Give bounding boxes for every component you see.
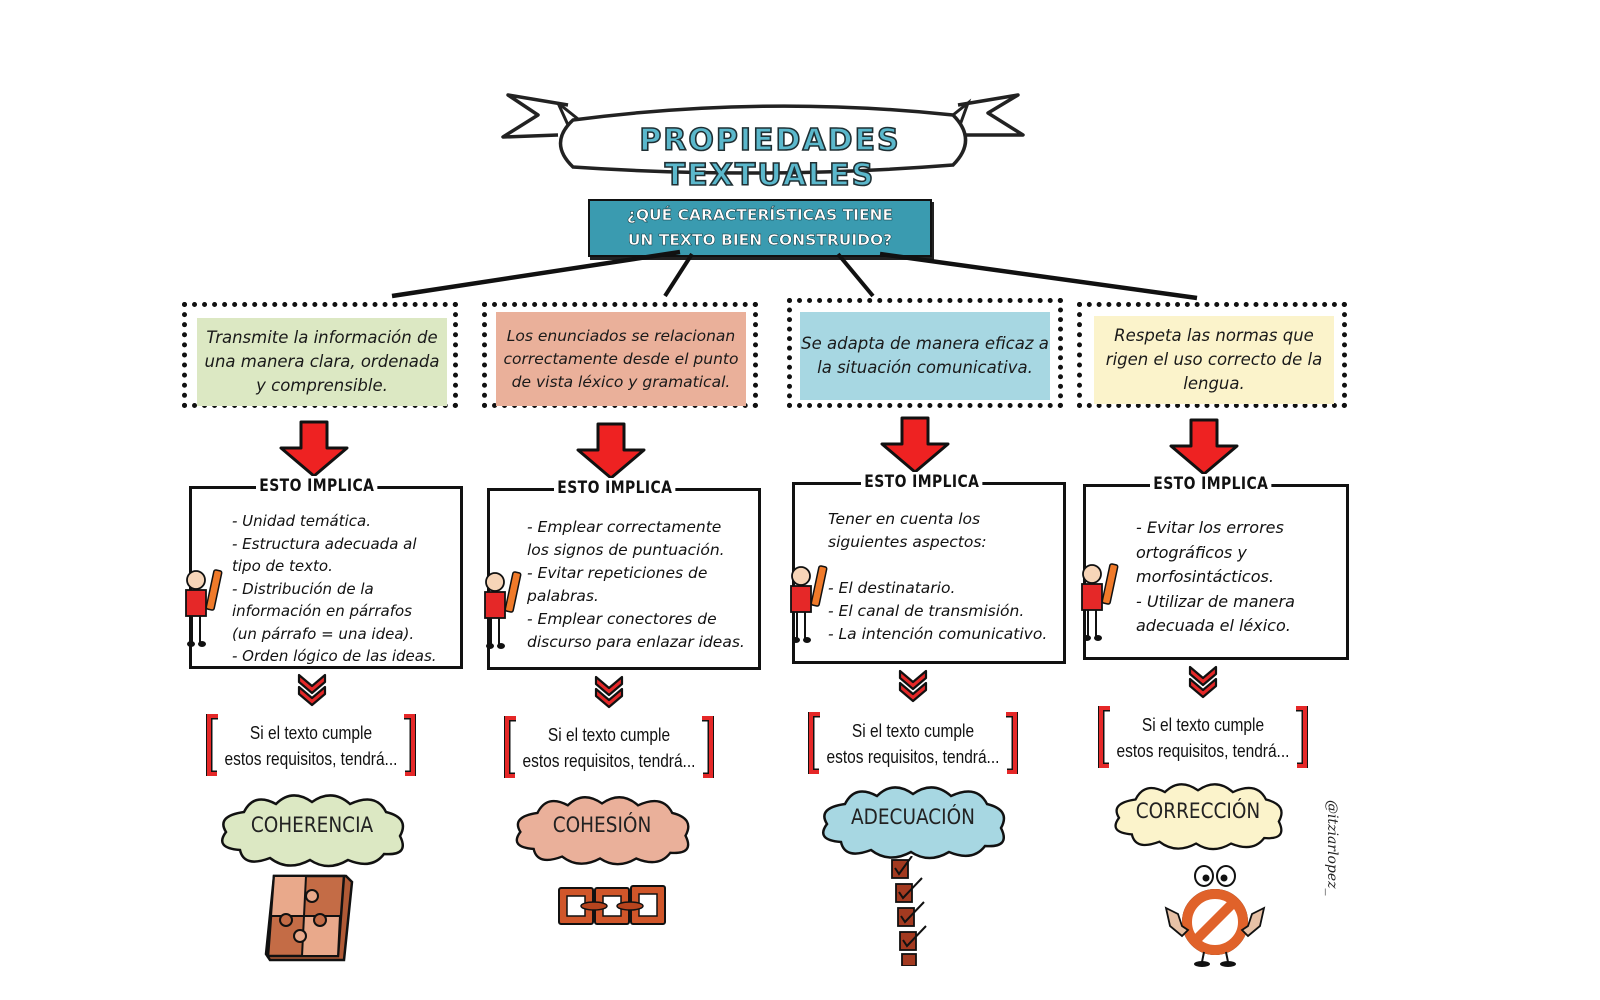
author-signature: @itziarlopez_ — [1324, 800, 1340, 896]
connector-line — [836, 252, 875, 298]
result-label: COHERENCIA — [250, 813, 374, 837]
red-bracket-icon — [504, 716, 714, 778]
double-chevron-down-icon — [1188, 665, 1218, 699]
puzzle-icon — [264, 874, 354, 962]
checklist-icon — [891, 856, 927, 966]
bracket-condition-coherencia: Si el texto cumple estos requisitos, ten… — [206, 714, 416, 776]
property-box-correccion — [1077, 302, 1347, 408]
implica-title: ESTO IMPLICA — [554, 478, 676, 498]
cloud-icon — [1114, 783, 1283, 851]
result-label: COHESIÓN — [552, 813, 652, 837]
result-label: ADECUACIÓN — [850, 805, 976, 829]
implica-box-cohesion: ESTO IMPLICA - Emplear correctamente los… — [487, 478, 761, 670]
double-chevron-down-icon — [297, 673, 327, 707]
title-banner-ribbon — [501, 93, 1025, 175]
bracket-condition-cohesion: Si el texto cumple estos requisitos, ten… — [504, 716, 714, 778]
bracket-line-1: Si el texto cumple — [1141, 715, 1265, 735]
page-title: PROPIEDADES TEXTUALES — [639, 122, 901, 194]
implica-list: Tener en cuenta los siguientes aspectos:… — [828, 510, 1048, 643]
bracket-condition-correccion: Si el texto cumple estos requisitos, ten… — [1098, 706, 1308, 768]
red-down-arrow-icon — [279, 420, 349, 478]
bracket-line-1: Si el texto cumple — [851, 721, 975, 741]
cloud-icon — [822, 786, 1006, 860]
implica-box-correccion: ESTO IMPLICA - Evitar los errores ortogr… — [1083, 474, 1349, 660]
property-text-correccion: Respeta las normas que rigen el uso corr… — [1094, 316, 1334, 404]
kid-with-pencil-icon — [484, 571, 522, 649]
kid-with-pencil-icon — [790, 565, 828, 643]
implica-title: ESTO IMPLICA — [1150, 474, 1272, 494]
red-down-arrow-icon — [1169, 418, 1239, 476]
central-question-box: ¿QUÉ CARACTERÍSTICAS TIENE UN TEXTO BIEN… — [588, 199, 932, 257]
result-cloud-cohesion: COHESIÓN — [509, 790, 695, 870]
bracket-line-1: Si el texto cumple — [547, 725, 671, 745]
implica-title: ESTO IMPLICA — [256, 476, 378, 496]
red-bracket-icon — [1098, 706, 1308, 768]
bracket-line-1: Si el texto cumple — [249, 723, 373, 743]
result-cloud-correccion: CORRECCIÓN — [1108, 776, 1288, 856]
implica-box-adecuacion: ESTO IMPLICA Tener en cuenta los siguien… — [792, 472, 1066, 664]
implica-list: - Emplear correctamente los signos de pu… — [527, 518, 745, 651]
result-cloud-adecuacion: ADECUACIÓN — [815, 782, 1011, 862]
connector-line — [879, 251, 1198, 301]
double-chevron-down-icon — [898, 669, 928, 703]
red-down-arrow-icon — [576, 422, 646, 480]
property-box-adecuacion — [787, 298, 1063, 408]
red-bracket-icon — [808, 712, 1018, 774]
question-line-1: ¿QUÉ CARACTERÍSTICAS TIENE — [626, 206, 894, 225]
property-text-coherencia: Transmite la información de una manera c… — [197, 318, 447, 406]
property-text-cohesion: Los enunciados se relacionan correctamen… — [496, 312, 746, 406]
double-chevron-down-icon — [594, 675, 624, 709]
implica-box-coherencia: ESTO IMPLICA - Unidad temática. - Estruc… — [189, 476, 463, 669]
implica-list: - Evitar los errores ortográficos y morf… — [1136, 518, 1295, 635]
implica-title: ESTO IMPLICA — [861, 472, 983, 492]
red-down-arrow-icon — [880, 416, 950, 474]
kid-with-pencil-icon — [1081, 563, 1119, 641]
property-text-adecuacion: Se adapta de manera eficaz a la situació… — [800, 312, 1050, 400]
red-bracket-icon — [206, 714, 416, 776]
bracket-line-2: estos requisitos, tendrá... — [522, 751, 696, 771]
result-cloud-coherencia: COHERENCIA — [214, 790, 410, 870]
bracket-line-2: estos requisitos, tendrá... — [1116, 741, 1290, 761]
connector-line — [663, 252, 694, 298]
result-label: CORRECCIÓN — [1135, 799, 1261, 823]
implica-list: - Unidad temática. - Estructura adecuada… — [232, 512, 437, 665]
cloud-icon — [515, 796, 690, 866]
bracket-line-2: estos requisitos, tendrá... — [224, 749, 398, 769]
chain-icon — [558, 885, 666, 925]
kid-with-pencil-icon — [185, 569, 223, 647]
bracket-condition-adecuacion: Si el texto cumple estos requisitos, ten… — [808, 712, 1018, 774]
cloud-icon — [221, 794, 405, 868]
bracket-line-2: estos requisitos, tendrá... — [826, 747, 1000, 767]
connector-line — [391, 249, 681, 299]
prohibited-sign-icon — [1164, 865, 1266, 967]
question-line-2: UN TEXTO BIEN CONSTRUIDO? — [627, 231, 893, 250]
